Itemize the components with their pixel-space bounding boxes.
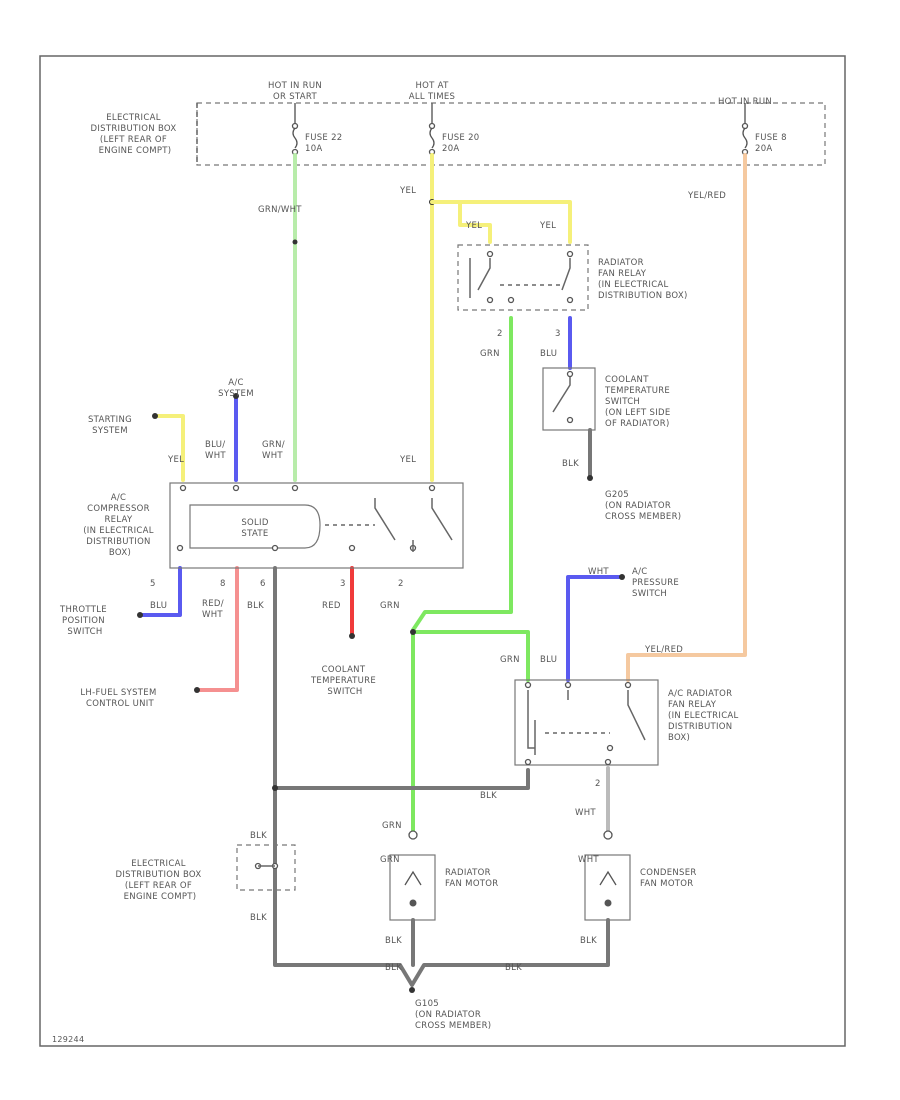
label-radiator-fan-motor: RADIATOR FAN MOTOR	[445, 868, 499, 889]
label-edb-top: ELECTRICAL DISTRIBUTION BOX (LEFT REAR O…	[90, 113, 179, 156]
label-yel: YEL	[539, 221, 556, 231]
label-grn: GRN	[500, 655, 520, 665]
label-blk: BLK	[247, 601, 264, 611]
radiator-fan-relay	[457, 244, 589, 311]
label-coolant-switch: COOLANT TEMPERATURE SWITCH (ON LEFT SIDE…	[604, 375, 674, 429]
label-grn: GRN	[382, 821, 402, 831]
label-pin6: 6	[260, 579, 266, 589]
wire-yel-red-fuse8	[626, 153, 747, 682]
label-pin3: 3	[555, 329, 561, 339]
ac-radiator-fan-relay	[514, 679, 659, 766]
wire-blk-acrad	[273, 768, 530, 790]
label-g105: G105 (ON RADIATOR CROSS MEMBER)	[415, 999, 491, 1031]
label-ac-compressor-relay: A/C COMPRESSOR RELAY (IN ELECTRICAL DIST…	[83, 493, 157, 558]
label-blk: BLK	[385, 963, 402, 973]
label-lh-fuel-system: LH-FUEL SYSTEM CONTROL UNIT	[80, 688, 159, 709]
label-blu: BLU	[540, 349, 557, 359]
label-pin3: 3	[340, 579, 346, 589]
wire-blu-ac-pressure	[566, 575, 622, 682]
wire-yel-branch-a	[430, 200, 492, 244]
label-grn: GRN	[380, 855, 400, 865]
label-ac-pressure-switch: A/C PRESSURE SWITCH	[632, 567, 682, 599]
wire-blu-tps	[138, 566, 182, 617]
fuse20-symbol	[429, 127, 435, 149]
wire-grn-to-acrad	[411, 630, 530, 682]
label-condenser-fan-motor: CONDENSER FAN MOTOR	[640, 868, 700, 889]
label-grn-wht-relay: GRN/WHT	[262, 440, 285, 461]
label-throttle-position-switch: THROTTLE POSITION SWITCH	[59, 605, 110, 637]
fuse8-symbol	[742, 127, 748, 149]
label-wht: WHT	[588, 567, 609, 577]
wire-red-wht-lh	[195, 566, 239, 692]
label-blk: BLK	[385, 936, 402, 946]
label-yel: YEL	[399, 186, 416, 196]
label-coolant-temp-switch: COOLANT TEMPERATURE SWITCH	[310, 665, 379, 697]
ac-compressor-relay	[169, 482, 464, 569]
label-grn-wht: GRN/WHT	[258, 205, 302, 215]
wire-blk-relay-ground	[273, 566, 610, 987]
label-grn: GRN	[380, 601, 400, 611]
label-blk: BLK	[250, 831, 267, 841]
label-hot-run: HOT IN RUN	[718, 97, 772, 107]
label-g205: G205 (ON RADIATOR CROSS MEMBER)	[605, 490, 681, 522]
wire-yel-starting	[153, 414, 185, 482]
fuse-box-top	[196, 102, 826, 166]
label-pin2: 2	[595, 779, 601, 789]
label-red-wht: RED/WHT	[202, 599, 224, 620]
label-blu: BLU	[150, 601, 167, 611]
fuse-box-bottom	[236, 844, 296, 891]
label-blk: BLK	[562, 459, 579, 469]
label-yel: YEL	[399, 455, 416, 465]
label-yel: YEL	[167, 455, 184, 465]
label-grn: GRN	[480, 349, 500, 359]
label-pin2: 2	[497, 329, 503, 339]
label-ac-radiator-fan-relay: A/C RADIATOR FAN RELAY (IN ELECTRICAL DI…	[668, 689, 742, 743]
label-yel-red: YEL/RED	[687, 191, 726, 201]
label-blk: BLK	[580, 936, 597, 946]
label-blk: BLK	[250, 913, 267, 923]
label-blu: BLU	[540, 655, 557, 665]
ground-g105	[409, 987, 415, 993]
fan-icon	[599, 870, 617, 886]
label-radiator-fan-relay: RADIATOR FAN RELAY (IN ELECTRICAL DISTRI…	[598, 258, 688, 301]
label-blu-wht: BLU/WHT	[205, 440, 226, 461]
label-wht: WHT	[575, 808, 596, 818]
label-yel-red: YEL/RED	[644, 645, 683, 655]
label-blk: BLK	[505, 963, 522, 973]
figure-id: 129244	[52, 1035, 84, 1044]
label-blk: BLK	[480, 791, 497, 801]
diagram-frame	[39, 55, 846, 1047]
solid-state-module	[189, 504, 321, 549]
wire-grn-main	[411, 316, 513, 837]
coolant-temp-switch-box	[542, 367, 596, 431]
label-yel: YEL	[465, 221, 482, 231]
label-pin5: 5	[150, 579, 156, 589]
fuse22-symbol	[292, 127, 298, 149]
radiator-fan-motor	[389, 854, 436, 921]
label-edb-bottom: ELECTRICAL DISTRIBUTION BOX (LEFT REAR O…	[115, 859, 204, 902]
fan-icon	[404, 870, 422, 886]
wire-yel-branch-b	[458, 200, 572, 244]
label-pin8: 8	[220, 579, 226, 589]
label-pin2: 2	[398, 579, 404, 589]
label-red: RED	[322, 601, 341, 611]
label-wht: WHT	[578, 855, 599, 865]
condenser-fan-motor	[584, 854, 631, 921]
